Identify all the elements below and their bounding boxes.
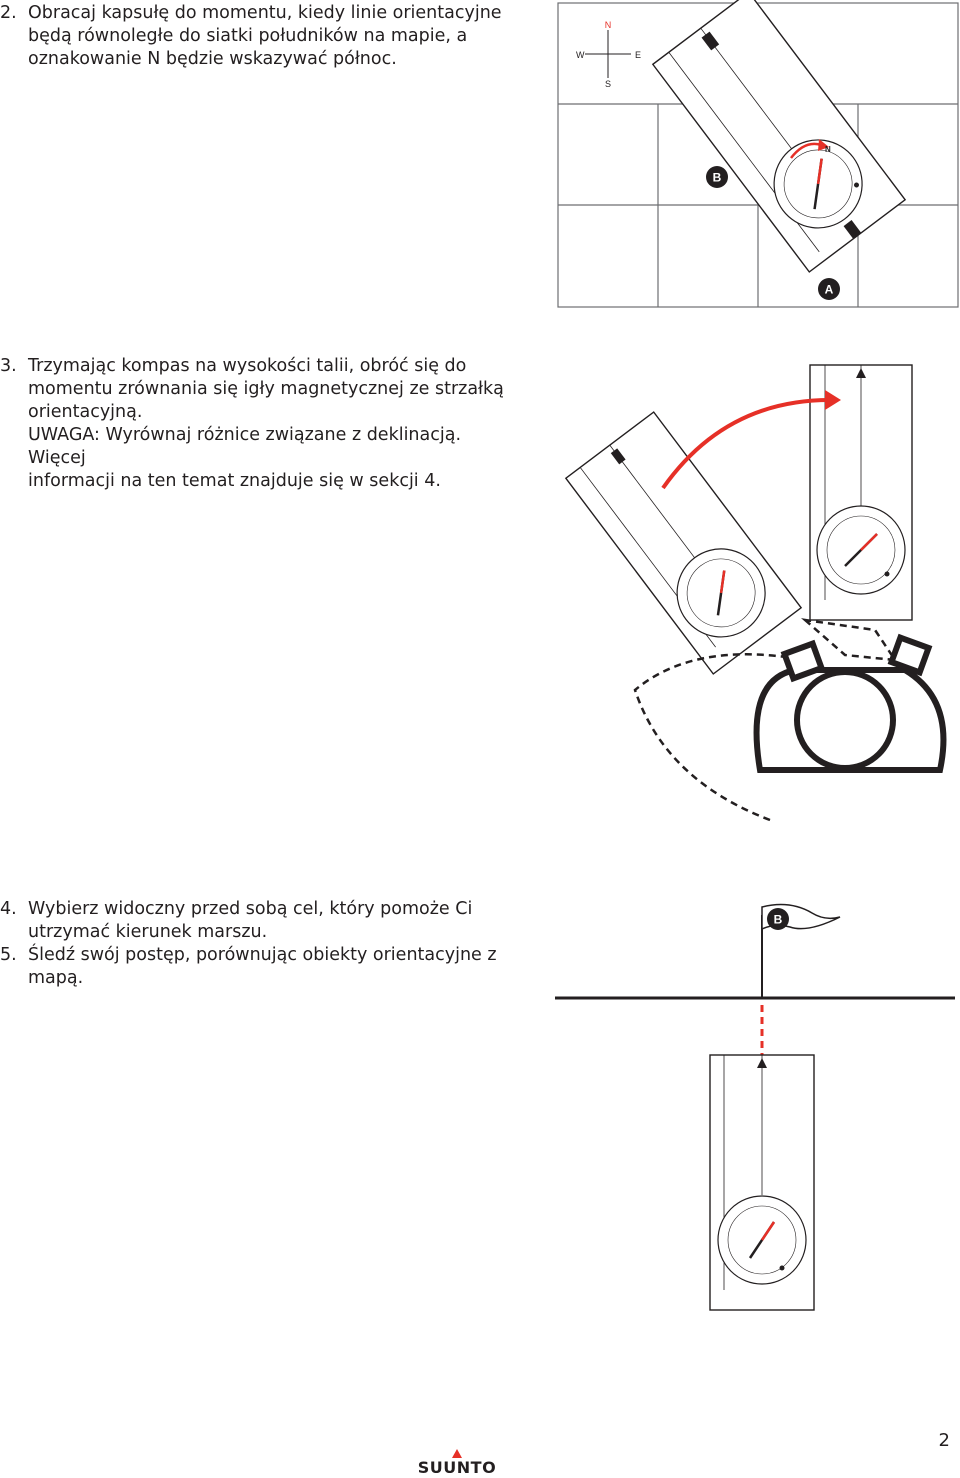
- rotated-compass: [564, 411, 803, 675]
- marker-b: B: [706, 166, 728, 188]
- compass-rose: N S E W: [576, 20, 641, 89]
- step-3-note-line-2: informacji na ten temat znajduje się w s…: [28, 471, 441, 491]
- rose-e-label: E: [635, 50, 641, 60]
- target-flag: B: [761, 903, 841, 998]
- person-previous-outline: [633, 618, 898, 822]
- compass-baseplate: [651, 0, 907, 273]
- bezel-n-label: N: [825, 145, 831, 154]
- turning-figure: [564, 364, 947, 822]
- logo-triangle-icon: [452, 1449, 462, 1458]
- upright-compass: [809, 364, 913, 621]
- target-figure: B: [555, 903, 955, 1311]
- step-3: 3. Trzymając kompas na wysokości talii, o…: [0, 355, 520, 493]
- step-3-number: 3.: [0, 356, 17, 376]
- step-4: 4. Wybierz widoczny przed sobą cel, który…: [0, 898, 520, 990]
- flag-b-label: B: [774, 913, 783, 927]
- step-4-number: 4.: [0, 899, 17, 919]
- rose-w-label: W: [576, 50, 585, 60]
- map-figure: N S E W N B A: [557, 0, 959, 308]
- step-3-note-line-1: UWAGA: Wyrównaj różnice związane z dekli…: [28, 425, 462, 468]
- marker-a: A: [818, 278, 840, 300]
- person-outline: [753, 633, 947, 773]
- step-4-line-2: utrzymać kierunek marszu.: [28, 922, 268, 942]
- suunto-logo: SUUNTO: [415, 1448, 499, 1478]
- rose-n-label: N: [605, 20, 612, 30]
- step-4-line-1: Wybierz widoczny przed sobą cel, który p…: [28, 899, 473, 919]
- step-2-number: 2.: [0, 3, 17, 23]
- step-2-line-3: oznakowanie N będzie wskazywać północ.: [28, 49, 397, 69]
- rose-s-label: S: [605, 79, 611, 89]
- step-2-line-2: będą równoległe do siatki południków na …: [28, 26, 468, 46]
- rotation-arrow: N: [790, 139, 831, 159]
- step-3-line-3: orientacyjną.: [28, 402, 143, 422]
- marker-b-label: B: [713, 171, 722, 185]
- step-5-line-1: Śledź swój postęp, porównując obiekty or…: [28, 945, 497, 965]
- logo-wordmark: SUUNTO: [417, 1458, 497, 1477]
- marker-a-label: A: [825, 283, 834, 297]
- turn-arrow: [661, 390, 841, 490]
- step-2-line-1: Obracaj kapsułę do momentu, kiedy linie …: [28, 3, 502, 23]
- step-2: 2. Obracaj kapsułę do momentu, kiedy lini…: [0, 2, 520, 71]
- page-number: 2: [938, 1430, 950, 1451]
- step-5-line-2: mapą.: [28, 968, 84, 988]
- step-3-line-1: Trzymając kompas na wysokości talii, obr…: [28, 356, 467, 376]
- step-3-line-2: momentu zrównania się igły magnetycznej …: [28, 379, 504, 399]
- target-compass: [709, 1054, 815, 1311]
- step-5-number: 5.: [0, 945, 17, 965]
